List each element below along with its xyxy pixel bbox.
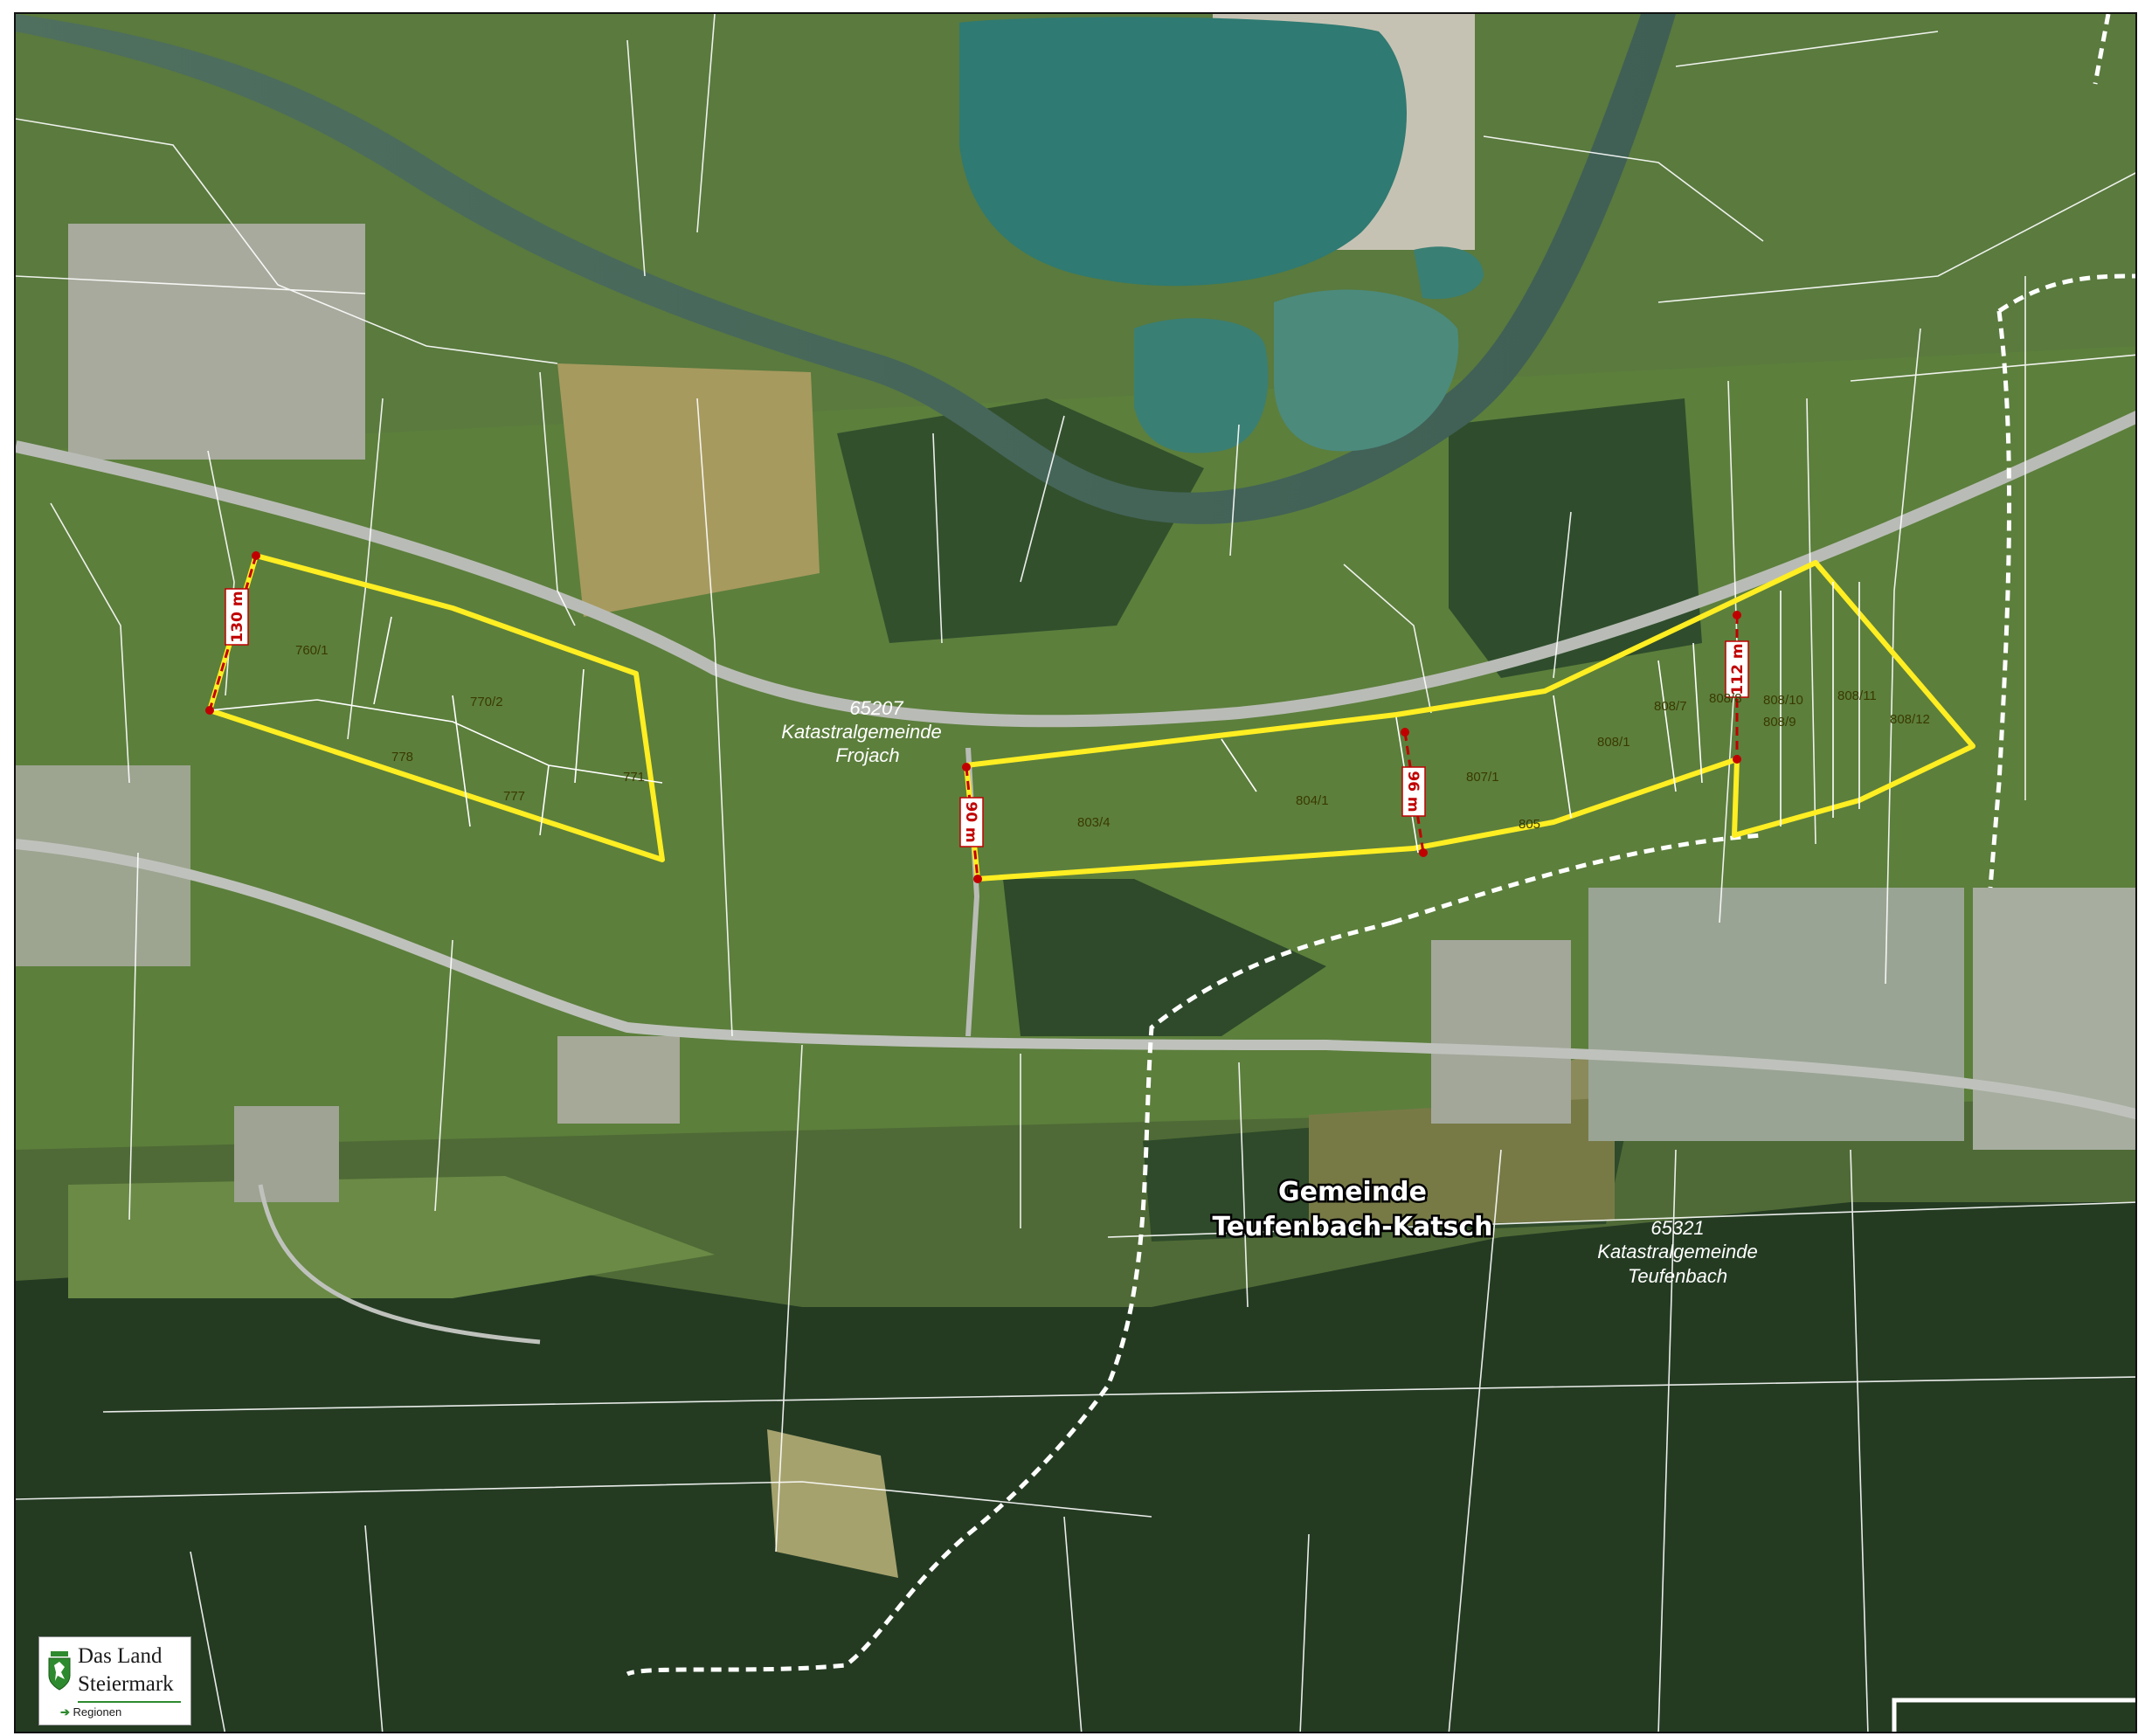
- municipality-boundary-ne: [1988, 310, 2012, 889]
- river: [16, 14, 1676, 524]
- state-logo: Das Land Steiermark ➔ Regionen: [38, 1636, 191, 1726]
- dim-label-96: 96 m: [1404, 771, 1422, 812]
- municipality-label: Gemeinde Teufenbach-Katsch: [1210, 1175, 1495, 1245]
- svg-text:Gemeinde: Gemeinde: [1278, 1177, 1427, 1207]
- parcel-label: 804/1: [1296, 793, 1329, 808]
- cadastral-south: 65321 Katastralgemeinde Teufenbach: [1597, 1217, 1757, 1287]
- secondary-road: [16, 839, 2135, 1120]
- pond: [1414, 246, 1484, 300]
- logo-line-3: ➔ Regionen: [60, 1705, 121, 1719]
- parcel-label: 803/4: [1077, 815, 1111, 830]
- settlement-e: [1588, 888, 1964, 1141]
- parcel-label: 771: [623, 770, 645, 785]
- parcel-label: 808/9: [1763, 715, 1796, 730]
- southern-forest: [16, 1202, 2135, 1732]
- coat-of-arms-icon: [48, 1651, 71, 1691]
- municipality-boundary-south: [626, 920, 1393, 1677]
- aerial-map[interactable]: 130 m 90 m 96 m 112 m 760/1 770/2 778 77…: [16, 14, 2137, 1733]
- lake-small-2: [1274, 289, 1459, 452]
- field-light-1: [557, 363, 820, 617]
- forest-north: [1449, 398, 1702, 678]
- svg-text:Katastralgemeinde: Katastralgemeinde: [1597, 1241, 1757, 1262]
- logo-line-1: Das Land: [78, 1644, 163, 1668]
- boundary-corner-se: [1892, 1698, 2135, 1732]
- parcel-label: 808/7: [1654, 699, 1687, 714]
- parcel-label: 808/12: [1890, 712, 1930, 727]
- project-subdivisions: [209, 582, 1860, 854]
- settlement-sw: [234, 1106, 339, 1202]
- dim-label-130: 130 m: [229, 591, 246, 642]
- settlement-s: [557, 1036, 680, 1124]
- logo-regionen: Regionen: [73, 1705, 122, 1719]
- parcel-label: 808/10: [1763, 693, 1803, 708]
- municipality-boundary-n: [2093, 14, 2111, 85]
- svg-text:Teufenbach-Katsch: Teufenbach-Katsch: [1212, 1212, 1492, 1242]
- project-area-east[interactable]: [964, 560, 1975, 882]
- parcel-label: 770/2: [470, 695, 503, 709]
- svg-text:Teufenbach: Teufenbach: [1628, 1265, 1727, 1287]
- main-road: [16, 411, 2135, 728]
- parcel-label: 805: [1519, 817, 1540, 832]
- settlement-center: [1431, 940, 1571, 1124]
- parcel-label: 807/1: [1466, 770, 1499, 785]
- forest-mid: [1003, 879, 1326, 1036]
- parcel-labels: 760/1 770/2 778 777 771 803/4 804/1 807/…: [295, 643, 1930, 832]
- svg-text:Katastralgemeinde: Katastralgemeinde: [781, 721, 941, 743]
- logo-line-2: Steiermark: [78, 1672, 174, 1696]
- cadastral-north: 65207 Katastralgemeinde Frojach: [781, 697, 941, 766]
- map-frame: 130 m 90 m 96 m 112 m 760/1 770/2 778 77…: [14, 12, 2137, 1733]
- settlement-nw: [68, 224, 365, 460]
- parcel-label: 778: [391, 750, 413, 764]
- dim-label-90: 90 m: [962, 801, 979, 842]
- parcel-label: 808/11: [1837, 688, 1877, 703]
- municipality-boundary-ne2: [1997, 273, 2135, 314]
- dim-label-112: 112 m: [1729, 643, 1747, 695]
- field-light-3: [767, 1429, 898, 1578]
- field-brown: [1309, 1097, 1615, 1228]
- parcel-label: 808/1: [1597, 735, 1630, 750]
- svg-text:Frojach: Frojach: [835, 744, 899, 766]
- parcel-label: 777: [503, 789, 525, 804]
- parcel-label: 808/8: [1709, 691, 1742, 706]
- logo-divider: [78, 1701, 181, 1703]
- dimension-labels: 130 m 90 m 96 m 112 m: [225, 588, 1749, 847]
- meadow-sw: [68, 1176, 715, 1298]
- lake-north: [959, 17, 1408, 287]
- forest-center: [837, 398, 1204, 643]
- lake-small-1: [1134, 318, 1269, 453]
- arrow-icon: ➔: [60, 1705, 70, 1719]
- svg-text:65321: 65321: [1650, 1217, 1704, 1239]
- svg-text:65207: 65207: [849, 697, 903, 719]
- farm-track: [258, 1184, 541, 1345]
- parcel-label: 760/1: [295, 643, 329, 658]
